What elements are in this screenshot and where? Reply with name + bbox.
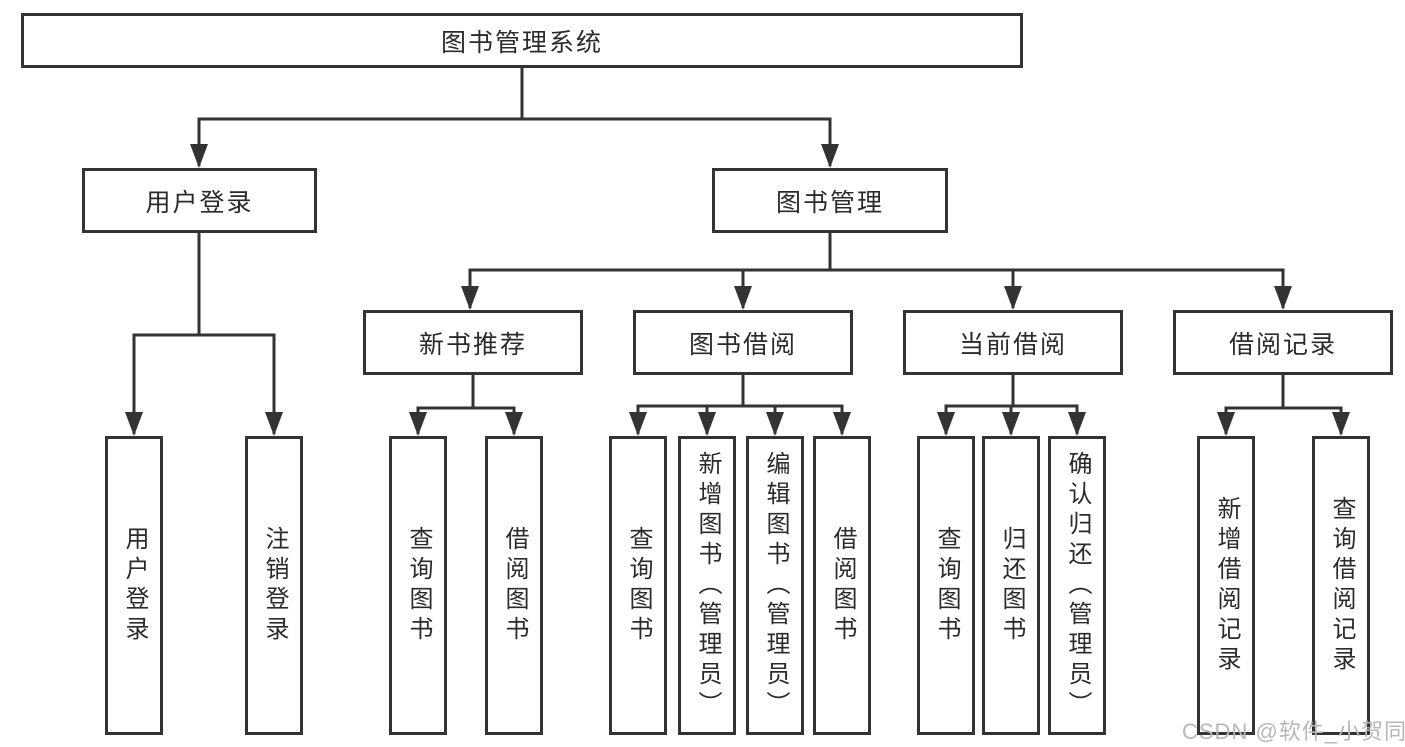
- csdn-watermark: CSDN @软件_小贺同学: [1182, 719, 1405, 744]
- leaf-query-books-current: 查询图书: [917, 436, 975, 735]
- leaf-query-borrow-record: 查询借阅记录: [1312, 436, 1370, 735]
- leaf-query-books-recommend: 查询图书: [389, 436, 447, 735]
- leaf-edit-books-admin: 编辑图书（管理员）: [746, 436, 804, 735]
- leaf-user-login: 用户登录: [105, 436, 163, 735]
- leaf-confirm-return-admin: 确认归还（管理员）: [1048, 436, 1106, 735]
- leaf-return-books: 归还图书: [982, 436, 1040, 735]
- leaf-borrow-books-recommend: 借阅图书: [485, 436, 543, 735]
- node-user-login: 用户登录: [82, 168, 317, 233]
- node-book-management: 图书管理: [712, 168, 948, 233]
- leaf-borrow-books: 借阅图书: [813, 436, 871, 735]
- node-current-borrowing: 当前借阅: [903, 310, 1123, 375]
- node-new-book-recommend: 新书推荐: [363, 310, 583, 375]
- arrowhead-group: [125, 144, 1350, 436]
- node-borrowing-records: 借阅记录: [1173, 310, 1393, 375]
- leaf-query-books-borrowing: 查询图书: [609, 436, 667, 735]
- leaf-logout: 注销登录: [245, 436, 303, 735]
- leaf-add-borrow-record: 新增借阅记录: [1197, 436, 1255, 735]
- node-root-library-management-system: 图书管理系统: [21, 13, 1023, 68]
- leaf-add-books-admin: 新增图书（管理员）: [678, 436, 736, 735]
- node-book-borrowing: 图书借阅: [633, 310, 853, 375]
